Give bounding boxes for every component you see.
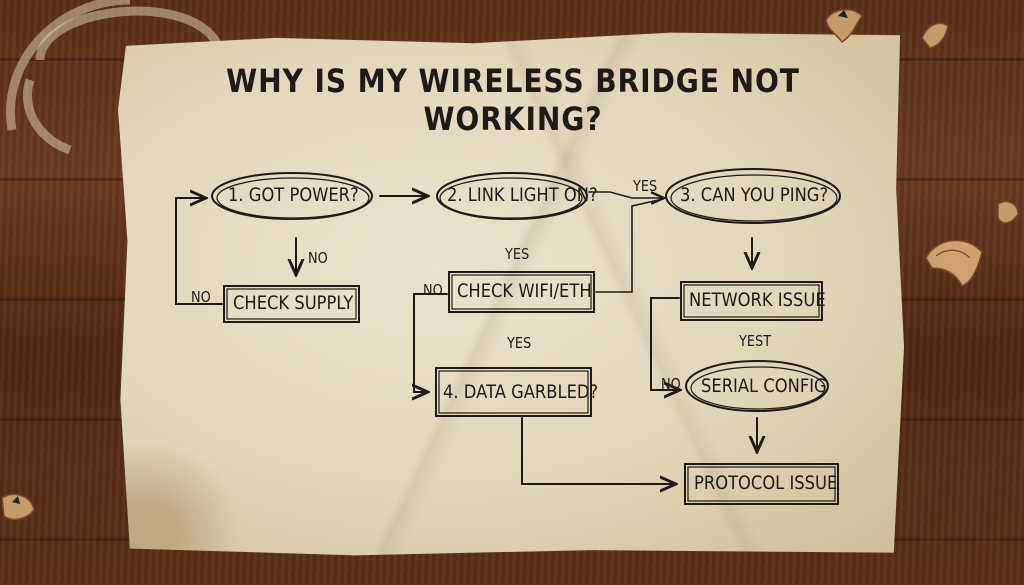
node-got-power: 1. GOT POWER? bbox=[228, 184, 359, 206]
check-wifi-box bbox=[448, 271, 595, 313]
check-supply-box bbox=[223, 285, 360, 323]
edge-link-to-ping bbox=[588, 192, 664, 198]
edge-label-wifi-yes: YES bbox=[507, 334, 532, 352]
protocol-issue-box bbox=[684, 463, 839, 505]
network-issue-box bbox=[680, 281, 823, 321]
edge-wifi-yes-up bbox=[595, 198, 664, 293]
edge-label-link-yes: YES bbox=[633, 177, 658, 195]
edge-supply-loop bbox=[175, 198, 223, 305]
page-title: WHY IS MY WIRELESS BRIDGE NOT WORKING? bbox=[226, 62, 800, 138]
pencil-shaving-icon bbox=[825, 8, 863, 43]
edge-label-serial-no: NO bbox=[661, 375, 681, 393]
node-data-garbled: 4. DATA GARBLED? bbox=[443, 381, 599, 403]
edge-garbled-to-protocol bbox=[521, 417, 676, 484]
node-check-wifi: CHECK WIFI/ETH bbox=[457, 280, 592, 302]
edge-label-power-no: NO bbox=[308, 249, 328, 267]
edge-label-ping-yes: YES bbox=[505, 245, 530, 263]
node-serial-config: SERIAL CONFIG bbox=[701, 375, 827, 397]
edge-label-serial-yest: YEST bbox=[739, 332, 772, 350]
pencil-shaving-icon bbox=[997, 200, 1019, 224]
node-check-supply: CHECK SUPPLY bbox=[233, 292, 354, 314]
node-link-light: 2. LINK LIGHT ON? bbox=[447, 184, 598, 206]
paper-sheet bbox=[118, 32, 905, 556]
edge-label-supply-no: NO bbox=[191, 288, 211, 306]
serial-config-ellipse bbox=[685, 360, 829, 412]
pencil-shaving-icon bbox=[1, 493, 35, 521]
node-protocol-issue: PROTOCOL ISSUE bbox=[694, 472, 838, 494]
pencil-shaving-icon bbox=[921, 22, 949, 49]
can-ping-ellipse bbox=[665, 168, 841, 224]
got-power-ellipse bbox=[211, 172, 373, 220]
node-can-ping: 3. CAN YOU PING? bbox=[680, 184, 829, 206]
data-garbled-box bbox=[435, 367, 592, 417]
pencil-shaving-icon bbox=[925, 239, 983, 287]
edge-label-wifi-no: NO bbox=[423, 281, 443, 299]
edge-wifi-to-garbled bbox=[414, 293, 448, 392]
node-network-issue: NETWORK ISSUE bbox=[689, 289, 826, 311]
edge-network-to-serial bbox=[650, 297, 680, 390]
link-light-ellipse bbox=[436, 172, 588, 220]
